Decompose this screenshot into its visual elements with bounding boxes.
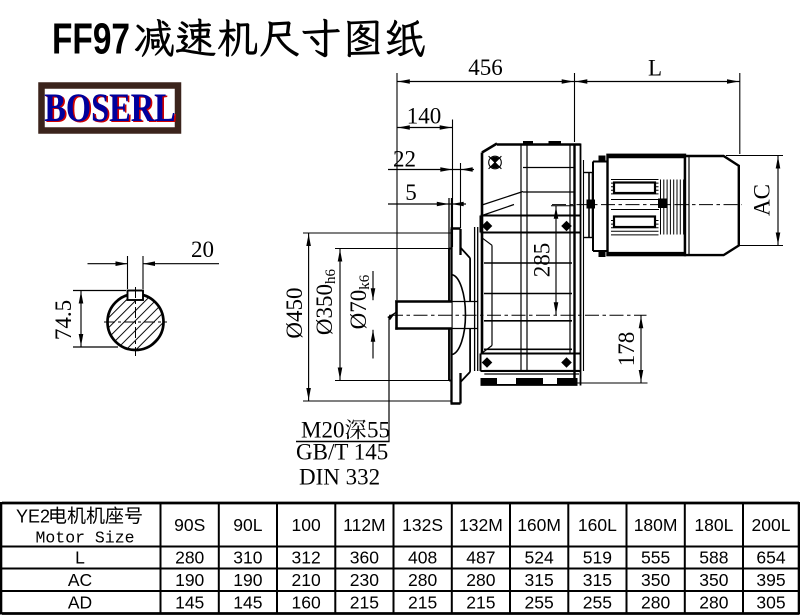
svg-text:312: 312 [291,548,320,568]
svg-text:588: 588 [699,548,728,568]
svg-text:280: 280 [408,570,437,590]
svg-text:190: 190 [233,570,262,590]
svg-text:215: 215 [350,593,379,613]
svg-text:487: 487 [466,548,495,568]
svg-text:90L: 90L [233,515,262,535]
svg-text:310: 310 [233,548,262,568]
svg-text:654: 654 [756,548,785,568]
svg-text:305: 305 [756,593,785,613]
svg-text:5: 5 [405,180,417,205]
svg-text:Ø350h6: Ø350h6 [312,268,339,335]
svg-text:178: 178 [614,332,639,367]
svg-text:FF97: FF97 [52,15,130,63]
svg-text:GB/T 145: GB/T 145 [296,440,388,465]
svg-text:524: 524 [524,548,553,568]
svg-text:200L: 200L [752,515,791,535]
svg-text:255: 255 [583,593,612,613]
svg-text:DIN 332: DIN 332 [299,465,380,490]
svg-text:395: 395 [756,570,785,590]
svg-text:285: 285 [530,243,555,278]
svg-text:145: 145 [175,593,204,613]
svg-text:519: 519 [583,548,612,568]
svg-text:160M: 160M [517,515,561,535]
svg-text:315: 315 [583,570,612,590]
svg-text:132S: 132S [402,515,443,535]
svg-text:145: 145 [233,593,262,613]
svg-text:140: 140 [407,104,442,129]
svg-text:BOSERL: BOSERL [46,87,177,131]
svg-text:350: 350 [641,570,670,590]
svg-text:230: 230 [350,570,379,590]
svg-text:456: 456 [468,55,503,80]
svg-text:L: L [648,56,662,81]
svg-text:315: 315 [524,570,553,590]
svg-text:280: 280 [641,593,670,613]
svg-text:408: 408 [408,548,437,568]
svg-text:280: 280 [175,548,204,568]
svg-text:AD: AD [68,593,92,613]
svg-text:112M: 112M [343,515,385,535]
svg-text:215: 215 [408,593,437,613]
svg-text:180L: 180L [694,515,733,535]
svg-text:90S: 90S [174,515,205,535]
svg-text:280: 280 [466,570,495,590]
svg-text:350: 350 [699,570,728,590]
svg-text:AC: AC [68,570,92,590]
svg-text:22: 22 [393,147,416,172]
svg-text:L: L [75,548,85,568]
svg-text:215: 215 [466,593,495,613]
svg-text:AC: AC [750,184,775,216]
svg-text:160L: 160L [578,515,617,535]
svg-text:160: 160 [291,593,320,613]
svg-text:190: 190 [175,570,204,590]
svg-text:55: 55 [367,418,390,443]
svg-text:360: 360 [350,548,379,568]
svg-text:Ø450: Ø450 [282,287,307,338]
svg-text:74.5: 74.5 [51,300,76,340]
svg-text:Ø70k6: Ø70k6 [346,274,373,329]
svg-text:255: 255 [524,593,553,613]
svg-text:YE2: YE2 [16,507,50,527]
svg-text:180M: 180M [634,515,678,535]
svg-text:Motor Size: Motor Size [35,529,134,548]
svg-text:20: 20 [191,237,214,262]
svg-text:100: 100 [291,515,320,535]
svg-text:132M: 132M [459,515,503,535]
svg-text:555: 555 [641,548,670,568]
svg-text:M20: M20 [301,418,344,443]
svg-text:BOSERL: BOSERL [44,86,175,130]
svg-text:280: 280 [699,593,728,613]
svg-text:210: 210 [291,570,320,590]
